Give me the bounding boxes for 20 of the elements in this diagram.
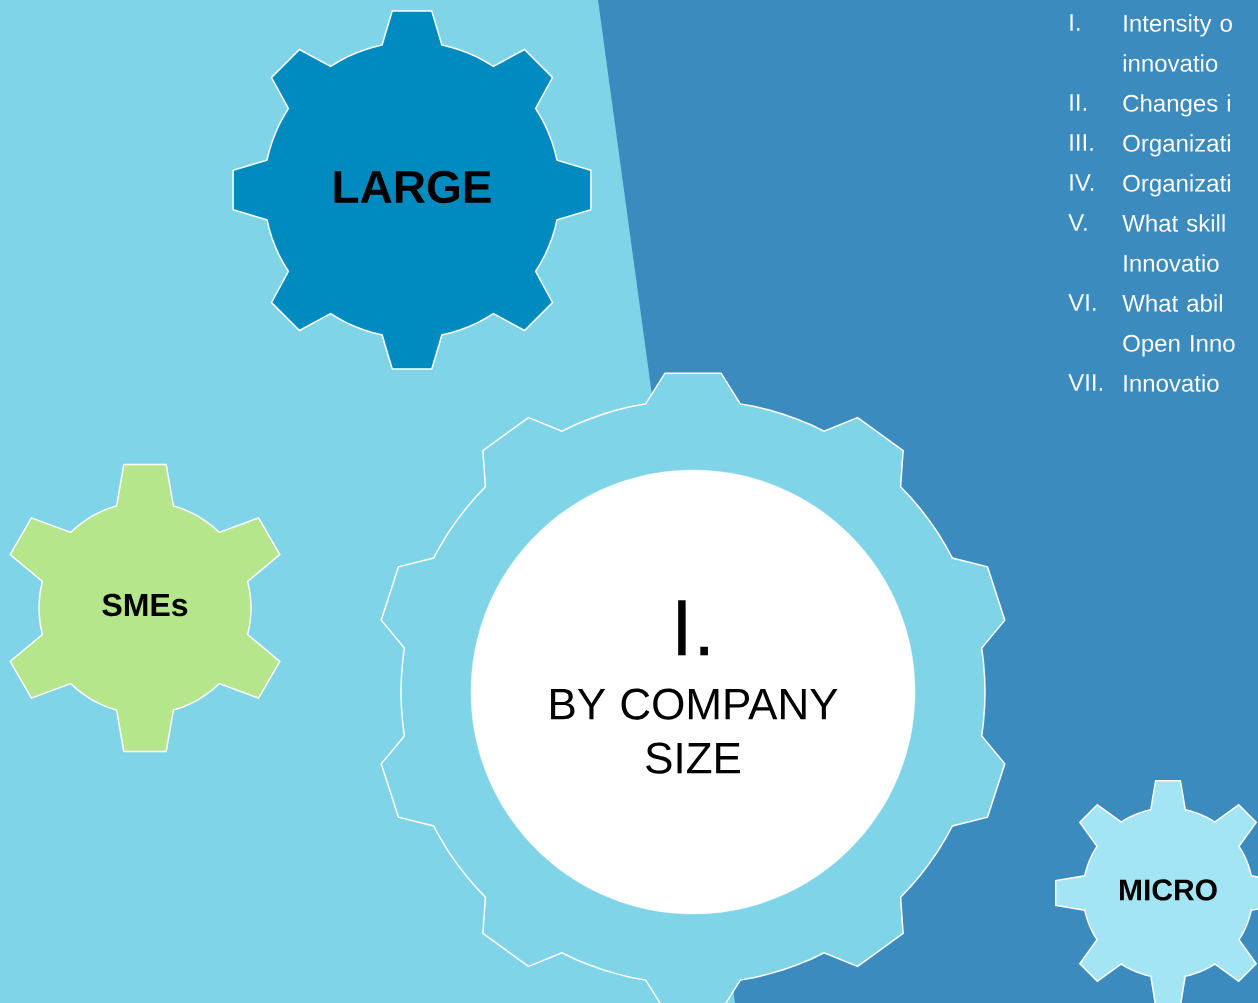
list-numeral: I. [1070,14,1080,31]
list-item: What skill Innovatio [1122,214,1225,272]
list-item: Organizati [1123,134,1230,157]
list-item: Intensity o innovatio [1123,14,1232,72]
gear: SMEs [9,463,281,753]
node-label: I. [678,600,708,656]
list-numeral: V. [1068,214,1087,231]
gear: LARGE [232,10,592,370]
list-item: Innovatio [1124,374,1219,392]
list-numeral: VII. [1068,374,1103,391]
list-item: Organizati [1123,174,1230,197]
list-numeral: IV. [1070,174,1094,191]
list-numeral: VI. [1068,294,1096,311]
gear: MICRO [1054,779,1258,1003]
list-item: What abil Open Inno [1122,294,1235,357]
gear: I. BY COMPANY SIZE [380,372,1006,1003]
list-numeral: III. [1070,134,1093,151]
list-item: Changes i [1123,94,1230,117]
node-label: BY COMPANY SIZE [551,688,838,774]
list-numeral: II. [1070,94,1086,111]
